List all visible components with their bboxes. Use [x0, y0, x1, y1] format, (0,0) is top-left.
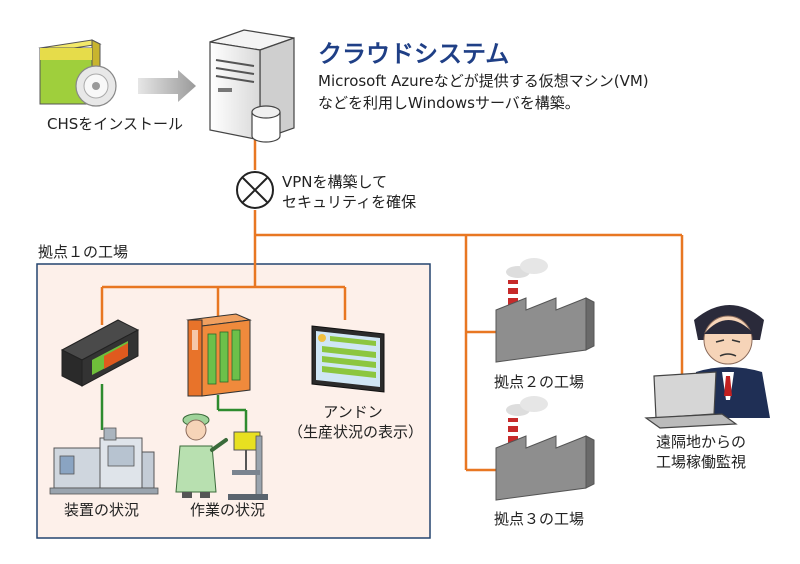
- cloud-desc-line2: などを利用しWindowsサーバを構築。: [318, 94, 580, 112]
- laptop-icon: [644, 371, 738, 429]
- factory-3-icon: [495, 396, 595, 501]
- cloud-system-title: クラウドシステム: [318, 40, 510, 68]
- cloud-desc-line1: Microsoft Azureなどが提供する仮想マシン(VM): [318, 72, 649, 90]
- controller-device-icon: [60, 319, 140, 387]
- worker-icon: [175, 413, 228, 498]
- vpn-label-line1: VPNを構築して: [282, 173, 388, 191]
- equipment-status-label: 装置の状況: [64, 501, 140, 519]
- andon-label-line2: （生産状況の表示）: [288, 423, 424, 441]
- site2-label: 拠点２の工場: [494, 373, 585, 391]
- vpn-icon: [236, 171, 274, 209]
- remote-monitoring-line2: 工場稼働監視: [656, 453, 747, 471]
- database-icon: [251, 105, 281, 143]
- andon-monitor-icon: [311, 325, 385, 393]
- device-links: [100, 384, 248, 432]
- site3-label: 拠点３の工場: [494, 510, 585, 528]
- drill-press-icon: [228, 431, 268, 500]
- site1-title: 拠点１の工場: [38, 243, 129, 261]
- plc-device-icon: [186, 313, 252, 397]
- install-arrow-icon: [138, 70, 196, 102]
- network-lines: [100, 140, 684, 472]
- machine-tool-icon: [49, 427, 159, 495]
- work-status-label: 作業の状況: [190, 501, 266, 519]
- remote-monitoring-line1: 遠隔地からの: [656, 433, 747, 451]
- software-box-icon: [38, 39, 117, 107]
- cloud-system-description: Microsoft Azureなどが提供する仮想マシン(VM) などを利用しWi…: [318, 70, 649, 114]
- factory-2-icon: [495, 258, 595, 363]
- chs-install-label: CHSをインストール: [47, 115, 183, 133]
- andon-label-line1: アンドン: [323, 403, 383, 421]
- vpn-label-line2: セキュリティを確保: [282, 193, 417, 211]
